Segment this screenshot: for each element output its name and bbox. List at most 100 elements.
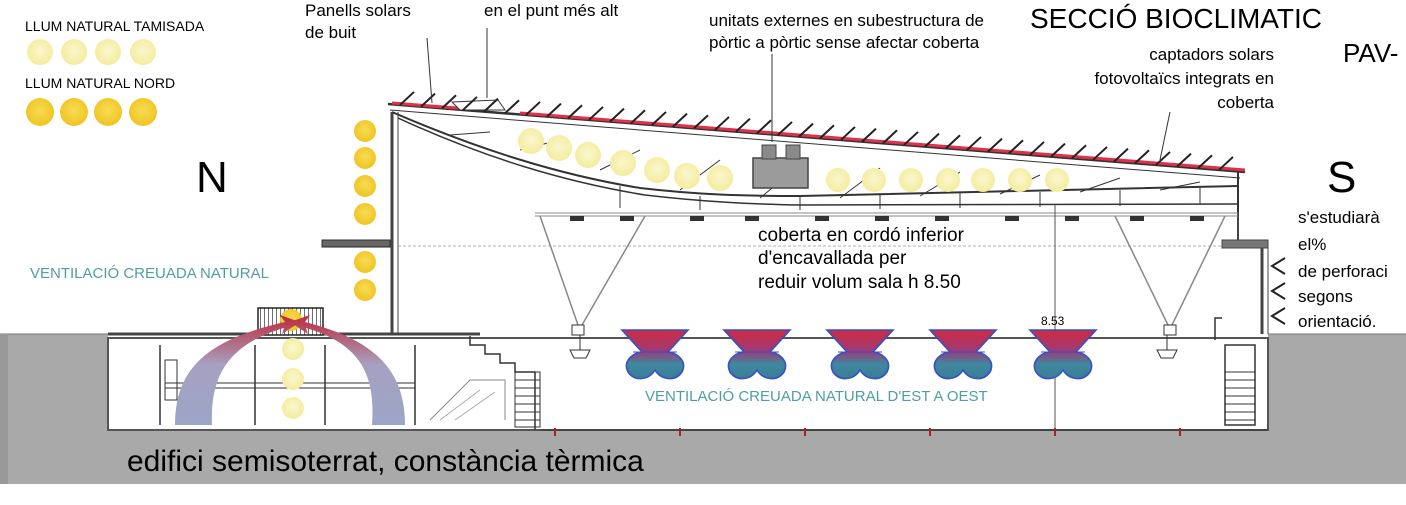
roof-fin [693, 114, 709, 130]
north-light-circle [354, 175, 376, 197]
sifted-light-circle [862, 168, 886, 192]
skylight-circle [282, 368, 304, 390]
roof-fin [1071, 144, 1087, 160]
sifted-light-circle [1045, 168, 1069, 192]
light-circles [26, 39, 1069, 419]
roof-fin [714, 116, 730, 131]
pv-label-1: captadors solars [1149, 45, 1274, 64]
external-units-label-2: pòrtic a pòrtic sense afectar coberta [709, 33, 980, 52]
legend-north-label: LLUM NATURAL NORD [25, 75, 175, 91]
roof-fin [1197, 154, 1213, 170]
roof-fins [399, 91, 1234, 171]
floor-diffuser [1028, 329, 1098, 380]
sifted-light-circle [707, 165, 733, 191]
roof-fin [441, 94, 457, 110]
legend-north-circle [129, 98, 157, 126]
roof-fin [798, 122, 814, 138]
sifted-light-circle [936, 168, 960, 192]
roof-fin [651, 111, 667, 126]
north-light-circle [354, 203, 376, 225]
north-light-circle [354, 251, 376, 273]
north-label: N [196, 153, 228, 202]
title-line1: SECCIÓ BIOCLIMATIC [1030, 3, 1322, 34]
roof-fin [1218, 156, 1234, 171]
roof-fin [861, 127, 877, 143]
legend-sifted-circle [27, 39, 53, 65]
roof-fin [609, 107, 625, 123]
sifted-light-circle [971, 168, 995, 192]
roof-fin [1029, 141, 1045, 156]
skylight-circle [282, 338, 304, 360]
roof-fin [525, 101, 541, 116]
roof-fin [924, 132, 940, 148]
sifted-light-circle [575, 142, 601, 168]
roof-fin [567, 104, 583, 120]
roof-fin [735, 117, 751, 133]
roof-fin [756, 119, 772, 135]
ventilation-arrows [175, 315, 405, 425]
roof-fin [1050, 142, 1066, 158]
roof-fin [462, 96, 478, 111]
roof-fin [672, 112, 688, 128]
roof-fin [903, 131, 919, 146]
roof-fin [1092, 146, 1108, 161]
legend-sifted-circle [95, 39, 121, 65]
roof-fin [1134, 149, 1150, 165]
floor-diffuser [825, 329, 895, 380]
sifted-light-circle [674, 163, 700, 189]
roof-fin [882, 129, 898, 145]
south-label: S [1327, 153, 1356, 202]
floor-diffusers [620, 329, 1098, 380]
roof-fin [1008, 139, 1024, 155]
legend-sifted-circle [130, 39, 156, 65]
skylight-circle [282, 397, 304, 419]
north-light-circle [354, 120, 376, 142]
north-wall [321, 112, 399, 334]
legend-north-circle [94, 98, 122, 126]
legend-north-circle [26, 98, 54, 126]
leader-lines [426, 28, 1171, 161]
roof-fin [420, 92, 436, 108]
perf-note-4: segons [1298, 287, 1353, 306]
light-fixtures [570, 216, 1204, 221]
roof-fin [504, 99, 520, 115]
roof-fin [1113, 147, 1129, 163]
perforation-chevrons [1270, 257, 1286, 325]
sifted-light-circle [1008, 168, 1032, 192]
vent-natural-label: VENTILACIÓ CREUADA NATURAL [30, 265, 269, 282]
north-light-circle [354, 279, 376, 301]
floor-diffuser [928, 329, 998, 380]
roof-fin [840, 126, 856, 141]
sifted-light-circle [899, 168, 923, 192]
perf-note-5: orientació. [1298, 312, 1376, 331]
roof-fin [483, 97, 499, 113]
south-wall [1221, 172, 1269, 334]
legend-sifted-label: LLUM NATURAL TAMISADA [25, 18, 205, 34]
perf-note-1: s'estudiarà [1298, 208, 1380, 227]
roof-fin [945, 134, 961, 150]
floor-diffuser [722, 329, 792, 380]
external-units [752, 144, 809, 189]
roof-fin [777, 121, 793, 136]
roof-note-1: coberta en cordó inferior [758, 225, 965, 246]
sifted-light-circle [610, 150, 636, 176]
sifted-light-circle [546, 135, 572, 161]
north-light-circle [354, 147, 376, 169]
floor-diffuser [620, 329, 690, 380]
sifted-light-circle [826, 168, 850, 192]
roof-fin [630, 109, 646, 125]
roof-note-3: reduir volum sala h 8.50 [758, 272, 961, 293]
roof-fin [987, 137, 1003, 153]
roof-note-2: d'encavallada per [758, 248, 907, 269]
perf-note-2: el% [1298, 235, 1326, 254]
perf-note-3: de perforaci [1298, 262, 1388, 281]
roof-fin [588, 106, 604, 121]
roof-fin [399, 91, 415, 106]
title-line2: PAV- [1343, 38, 1398, 68]
solar-panels-label-2: de buit [305, 23, 356, 42]
pv-label-3: coberta [1217, 93, 1274, 112]
roof-fin [546, 102, 562, 118]
roof-fin [966, 136, 982, 151]
external-units-label-1: unitats externes en subestructura de [709, 11, 984, 30]
